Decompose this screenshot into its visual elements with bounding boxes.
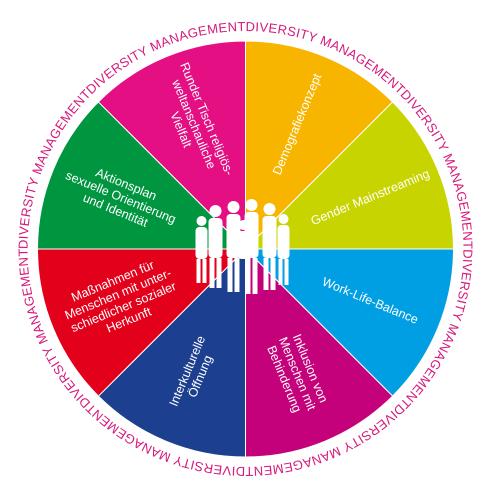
wheel-segments [36,40,455,458]
segment-7 [97,40,246,251]
segment-3 [245,247,394,458]
segment-6 [36,101,247,250]
segment-0 [245,40,394,251]
segment-1 [244,101,455,250]
segment-4 [97,247,246,458]
segment-5 [36,248,247,397]
segment-2 [244,248,455,397]
group-of-people-icon [195,199,290,294]
